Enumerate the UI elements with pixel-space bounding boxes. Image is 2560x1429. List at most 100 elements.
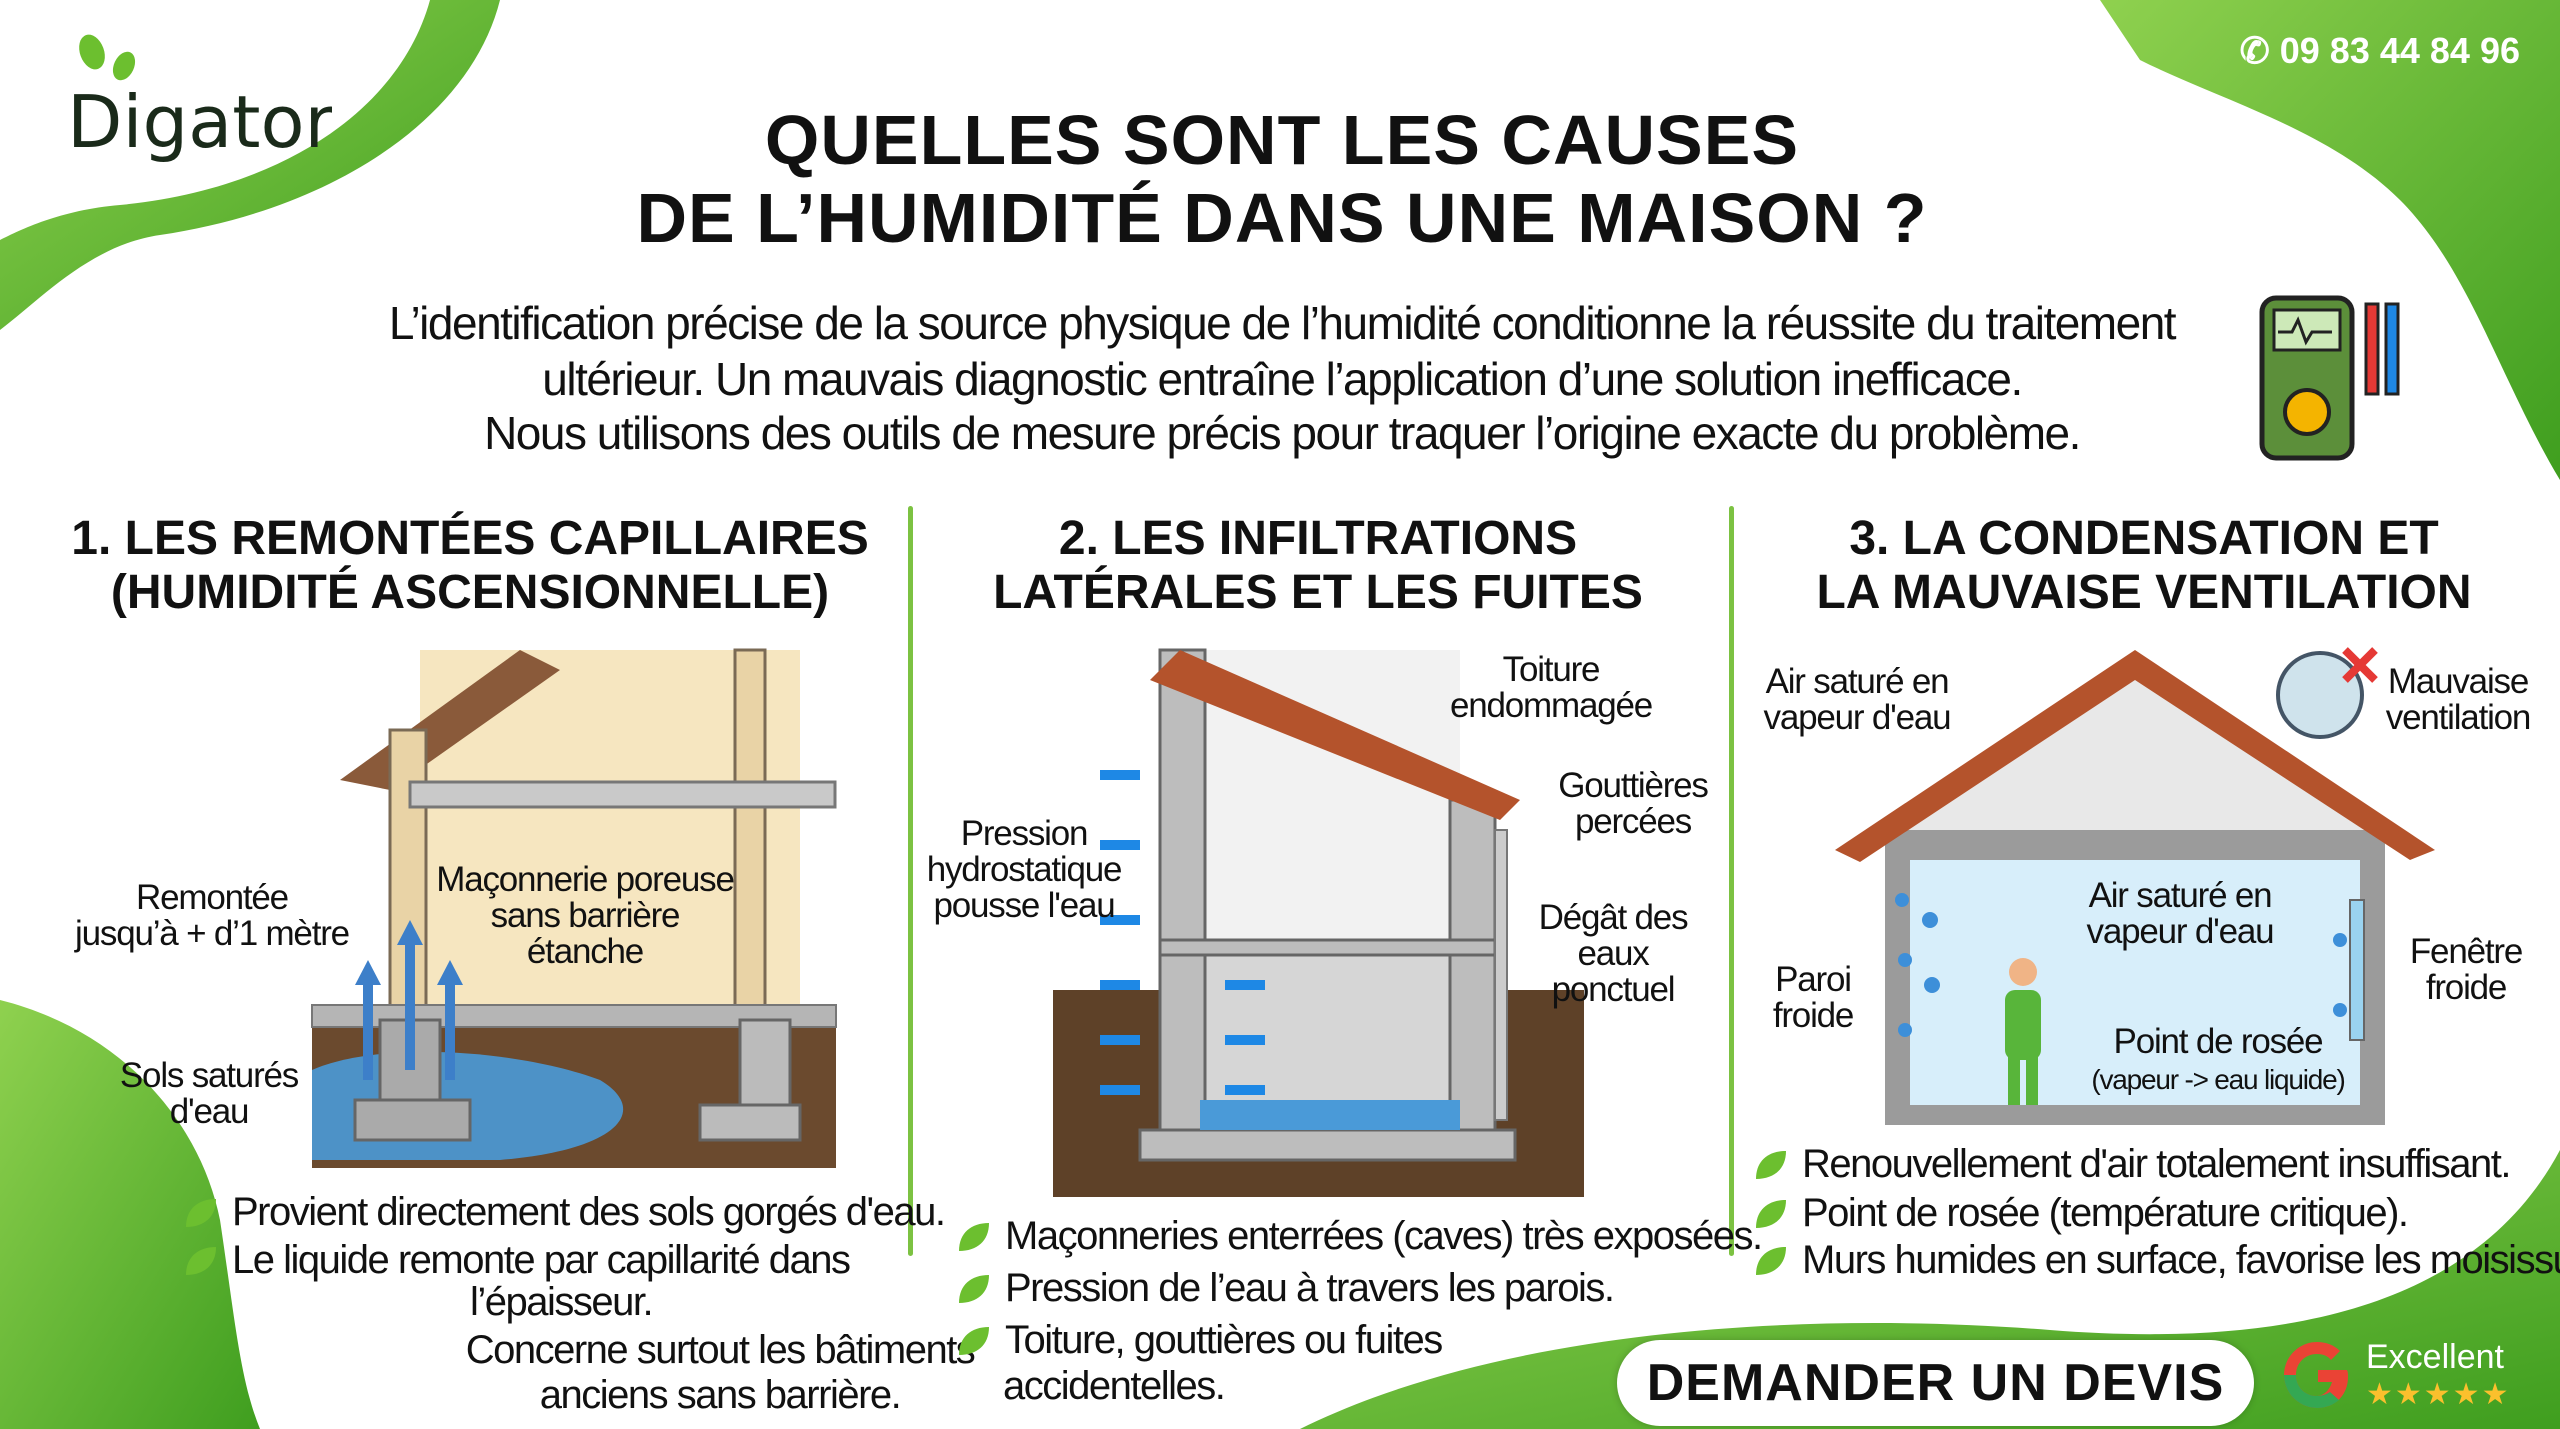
svg-text:Digator: Digator: [67, 80, 332, 164]
request-quote-button[interactable]: DEMANDER UN DEVIS: [1617, 1340, 2254, 1426]
rating-stars: ★★★★★: [2366, 1378, 2511, 1411]
leaf-icon: [186, 1198, 216, 1227]
label-line: Remontée: [136, 878, 289, 917]
label-line: sans barrière: [490, 896, 681, 935]
bullet-item: Renouvellement d'air totalement insuffis…: [1752, 1142, 2512, 1187]
leaf-icon: [186, 1246, 216, 1275]
heading-line: 3. LA CONDENSATION ET: [1849, 512, 2439, 565]
column-3-heading: 3. LA CONDENSATION ET LA MAUVAISE VENTIL…: [1734, 512, 2554, 620]
label-line: Gouttières: [1558, 766, 1709, 805]
label-line: étanche: [526, 932, 644, 971]
note-line: Concerne surtout les bâtiments: [465, 1328, 976, 1372]
google-rating-badge[interactable]: Excellent ★★★★★: [2282, 1338, 2510, 1412]
label-line: Fenêtre: [2409, 932, 2523, 971]
google-icon: [2284, 1342, 2348, 1408]
label-line: Dégât des: [1538, 898, 1689, 937]
intro-line-1: L’identification précise de la source ph…: [388, 297, 2177, 349]
bullet-item: Provient directement des sols gorgés d'e…: [182, 1190, 946, 1235]
bullet-text: Provient directement des sols gorgés d'e…: [232, 1190, 946, 1234]
capillary-illustration: [311, 648, 837, 1168]
label-line: Paroi: [1775, 960, 1852, 999]
bullet-item: Point de rosée (température critique).: [1752, 1191, 2409, 1236]
moisture-meter-icon: [2258, 294, 2408, 471]
leaf-icon: [959, 1274, 989, 1303]
column-2-heading: 2. LES INFILTRATIONS LATÉRALES ET LES FU…: [908, 512, 1728, 620]
label-line: Air saturé en: [2088, 876, 2273, 915]
label-line: Pression: [960, 814, 1089, 853]
label-line: vapeur d'eau: [1763, 698, 1952, 737]
bullet-text: Point de rosée (température critique).: [1802, 1191, 2409, 1235]
leaf-icon: [1756, 1199, 1786, 1228]
heading-line: LA MAUVAISE VENTILATION: [1816, 566, 2472, 619]
label-line: pousse l'eau: [933, 886, 1115, 925]
label-line: Maçonnerie poreuse: [436, 860, 735, 899]
label-line: froide: [2425, 968, 2508, 1007]
label-line: endommagée: [1449, 686, 1653, 725]
page-title-line-1: QUELLES SONT LES CAUSES: [764, 101, 1800, 179]
digator-logo[interactable]: Digator: [62, 22, 335, 192]
leaf-icon: [1756, 1150, 1786, 1179]
bullet-text: Pression de l’eau à travers les parois.: [1005, 1266, 1615, 1310]
leaf-icon: [1756, 1246, 1786, 1275]
label-line: Air saturé en: [1765, 662, 1950, 701]
label-line: Sols saturés: [119, 1056, 299, 1095]
bullet-item: Le liquide remonte par capillarité dans: [182, 1238, 851, 1283]
label-line: d'eau: [169, 1092, 250, 1131]
bullet-text: Toiture, gouttières ou fuites: [1005, 1318, 1443, 1362]
bullet-text: Maçonneries enterrées (caves) très expos…: [1005, 1214, 1763, 1258]
note-line: anciens sans barrière.: [539, 1373, 902, 1417]
bullet-item: Maçonneries enterrées (caves) très expos…: [955, 1214, 1763, 1259]
column-divider: [908, 506, 913, 1256]
heading-line: 2. LES INFILTRATIONS: [1058, 512, 1578, 565]
intro-line-2: ultérieur. Un mauvais diagnostic entraîn…: [542, 353, 2023, 405]
phone-icon: ✆: [2239, 30, 2270, 71]
bullet-item: Murs humides en surface, favorise les mo…: [1752, 1238, 2560, 1283]
bullet-continuation: accidentelles.: [1003, 1364, 1226, 1408]
bullet-continuation: l’épaisseur.: [470, 1280, 654, 1324]
page-title-line-2: DE L’HUMIDITÉ DANS UNE MAISON ?: [636, 179, 1928, 257]
label-line: eaux: [1577, 934, 1649, 973]
label-line: percées: [1574, 802, 1692, 841]
bullet-item: Pression de l’eau à travers les parois.: [955, 1266, 1615, 1311]
column-1-heading: 1. LES REMONTÉES CAPILLAIRES (HUMIDITÉ A…: [60, 512, 880, 620]
rating-label: Excellent: [2366, 1338, 2504, 1376]
label-line: ventilation: [2385, 698, 2532, 737]
label-line: Toiture: [1502, 650, 1601, 689]
bullet-item: Toiture, gouttières ou fuites: [955, 1318, 1443, 1363]
bullet-text: Le liquide remonte par capillarité dans: [232, 1238, 851, 1282]
phone-number: 09 83 44 84 96: [2279, 30, 2520, 71]
leaf-icon: [959, 1222, 989, 1251]
bullet-text: Murs humides en surface, favorise les mo…: [1802, 1238, 2560, 1282]
bullet-text: Renouvellement d'air totalement insuffis…: [1802, 1142, 2512, 1186]
condensation-illustration: [1835, 647, 2435, 1125]
phone-contact[interactable]: ✆ 09 83 44 84 96: [2240, 30, 2520, 72]
heading-line: (HUMIDITÉ ASCENSIONNELLE): [110, 566, 830, 619]
label-line: froide: [1772, 996, 1855, 1035]
label-line: Point de rosée: [2113, 1022, 2324, 1061]
label-line: (vapeur -> eau liquide): [2091, 1064, 2346, 1095]
infiltration-illustration: [1053, 648, 1584, 1197]
label-line: jusqu’à + d’1 mètre: [75, 914, 350, 953]
label-line: hydrostatique: [926, 850, 1123, 889]
label-line: vapeur d'eau: [2086, 912, 2275, 951]
label-line: Mauvaise: [2387, 662, 2529, 701]
leaf-icon: [959, 1326, 989, 1355]
heading-line: 1. LES REMONTÉES CAPILLAIRES: [71, 512, 869, 565]
heading-line: LATÉRALES ET LES FUITES: [993, 566, 1643, 619]
label-dew-point: Point de rosée(vapeur -> eau liquide): [2091, 1022, 2346, 1098]
label-line: ponctuel: [1551, 970, 1676, 1009]
intro-line-3: Nous utilisons des outils de mesure préc…: [484, 407, 2081, 459]
